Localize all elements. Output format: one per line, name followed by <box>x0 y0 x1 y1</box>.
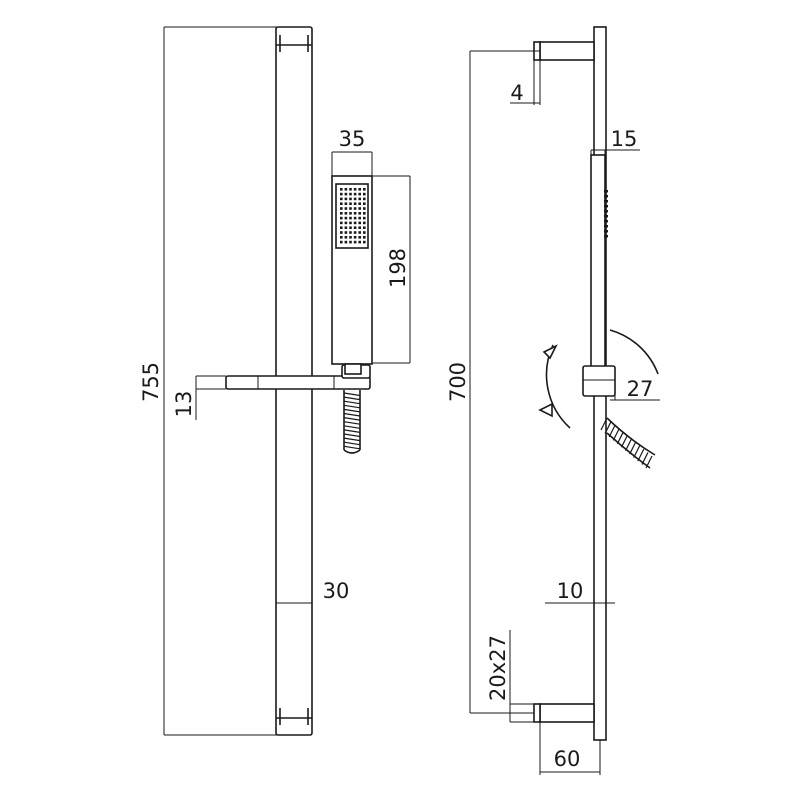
dimension-198: 198 <box>372 175 411 364</box>
dim-label-20x27: 20x27 <box>486 635 510 701</box>
rotation-arrow-down-icon <box>538 402 553 418</box>
top-bracket <box>533 41 595 61</box>
dimension-15: 15 <box>590 127 640 155</box>
dim-label-700: 700 <box>446 362 470 402</box>
dim-label-4: 4 <box>510 81 523 105</box>
hand-shower <box>331 175 373 375</box>
dim-label-15: 15 <box>611 127 638 151</box>
front-view: 755 13 35 198 30 <box>139 26 411 736</box>
side-view: 4 15 700 27 10 20x27 60 <box>446 26 660 775</box>
rotation-indicator <box>538 329 659 429</box>
spray-nozzles <box>340 188 366 244</box>
dimension-4: 4 <box>510 60 541 105</box>
dim-label-27: 27 <box>627 377 654 401</box>
bottom-bracket <box>510 703 595 723</box>
hose <box>343 390 361 454</box>
shower-holder <box>225 364 371 390</box>
dim-label-755: 755 <box>139 362 163 402</box>
hand-shower-side <box>590 154 608 368</box>
dimension-60: 60 <box>539 722 601 775</box>
dim-label-35: 35 <box>339 127 366 151</box>
dimension-700: 700 <box>446 50 540 714</box>
dim-label-30: 30 <box>323 579 350 603</box>
dimension-13: 13 <box>172 375 226 420</box>
holder-side <box>582 365 616 397</box>
rotation-arrow-up-icon <box>542 344 558 360</box>
dimension-35: 35 <box>331 127 373 176</box>
dim-label-13: 13 <box>172 391 196 418</box>
rail-top-cap <box>276 35 312 52</box>
dim-label-60: 60 <box>554 747 581 771</box>
hose-side <box>600 417 656 469</box>
dimension-20x27: 20x27 <box>486 630 511 722</box>
dimension-10: 10 <box>545 579 615 604</box>
dim-label-198: 198 <box>386 248 410 288</box>
rail-bottom-cap <box>276 708 312 725</box>
dimension-27: 27 <box>610 377 660 401</box>
dim-label-10: 10 <box>557 579 584 603</box>
dimension-30: 30 <box>276 579 350 604</box>
dimension-755: 755 <box>139 26 296 736</box>
